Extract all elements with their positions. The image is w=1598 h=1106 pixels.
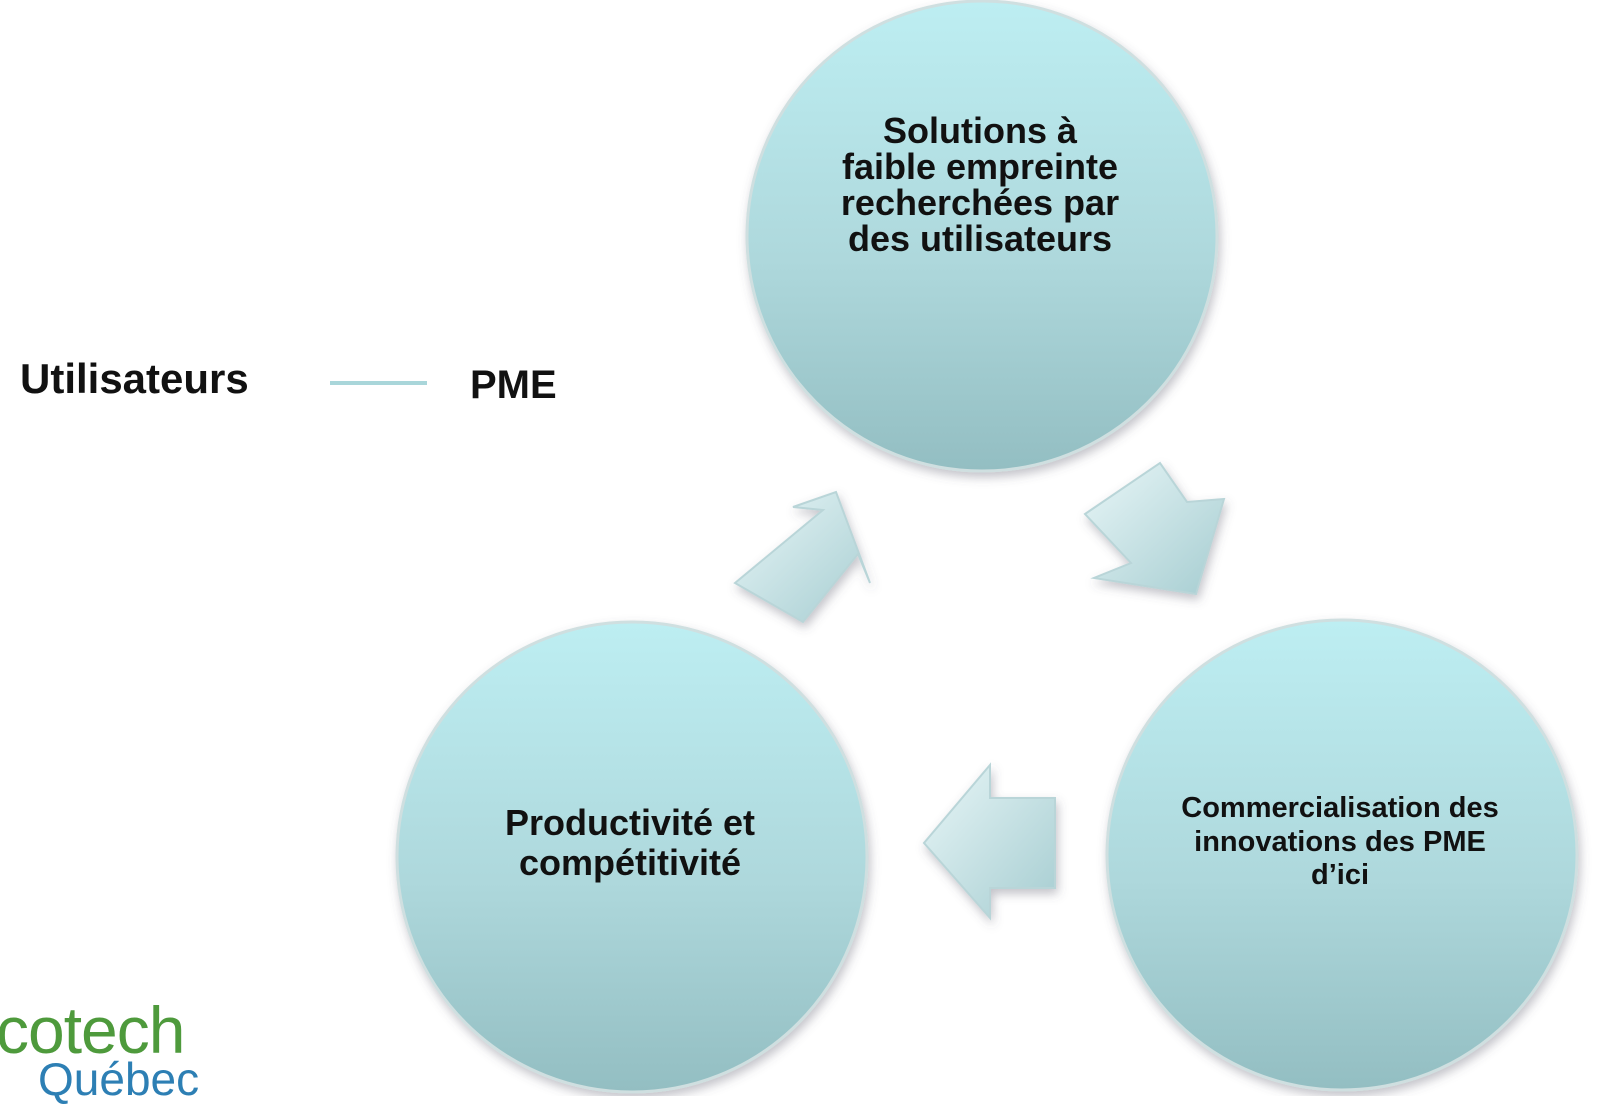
legend-utilisateurs-label: Utilisateurs	[20, 355, 249, 402]
node-right-text: Commercialisation des innovations des PM…	[1181, 792, 1499, 892]
legend-connector-line	[330, 381, 427, 385]
logo-text-cotech: cotech	[0, 993, 185, 1067]
node-left-text: Productivité et compétitivité	[504, 802, 756, 883]
arrow-down-right-icon	[1083, 461, 1226, 596]
node-top-circle	[745, 0, 1219, 473]
node-right-circle	[1105, 618, 1579, 1092]
legend-pme-label: PME	[470, 363, 557, 407]
arrow-left-icon	[922, 762, 1056, 921]
arrow-up-right-icon	[733, 490, 871, 624]
logo-text-quebec: Québec	[38, 1053, 200, 1105]
node-left-circle	[395, 620, 869, 1094]
node-top-text: Solutions à faible empreinte recherchées…	[840, 110, 1120, 259]
